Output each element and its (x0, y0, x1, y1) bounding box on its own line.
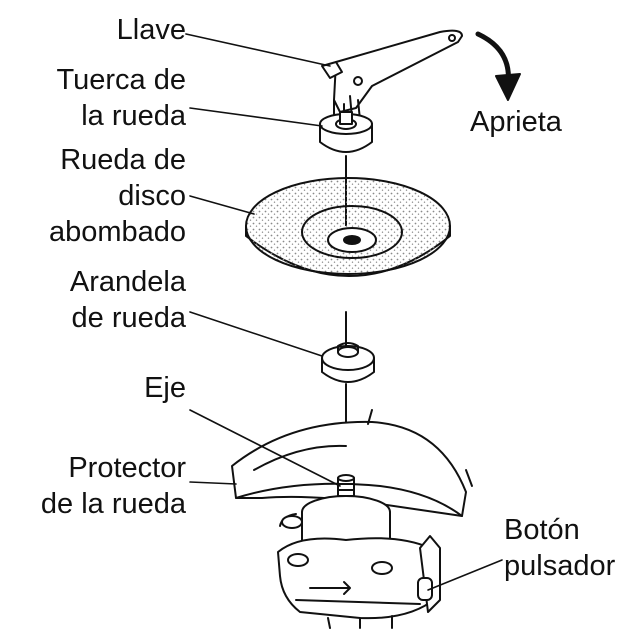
label-disc-line2: disco (118, 180, 186, 212)
label-spindle: Eje (144, 372, 186, 404)
grinder-body-part (277, 495, 441, 629)
label-button-line2: pulsador (504, 550, 616, 582)
label-guard-line2: de la rueda (40, 488, 186, 520)
label-button-line1: Botón (504, 514, 580, 546)
label-washer-line2: de rueda (71, 302, 187, 334)
label-wheel-nut-line2: la rueda (81, 100, 186, 132)
leader-lines (185, 33, 503, 591)
label-tighten: Aprieta (470, 106, 562, 138)
label-disc-line3: abombado (48, 216, 186, 248)
wheel-washer-part (321, 342, 375, 383)
label-disc-line1: Rueda de (60, 144, 186, 176)
label-wheel-nut-line1: Tuerca de (56, 64, 187, 96)
wheel-nut-part (319, 111, 373, 153)
label-wrench: Llave (116, 14, 186, 46)
label-guard-line1: Protector (68, 452, 186, 484)
label-washer-line1: Arandela (69, 266, 186, 298)
wrench-part (321, 29, 463, 121)
grinding-disc-part (245, 177, 451, 277)
